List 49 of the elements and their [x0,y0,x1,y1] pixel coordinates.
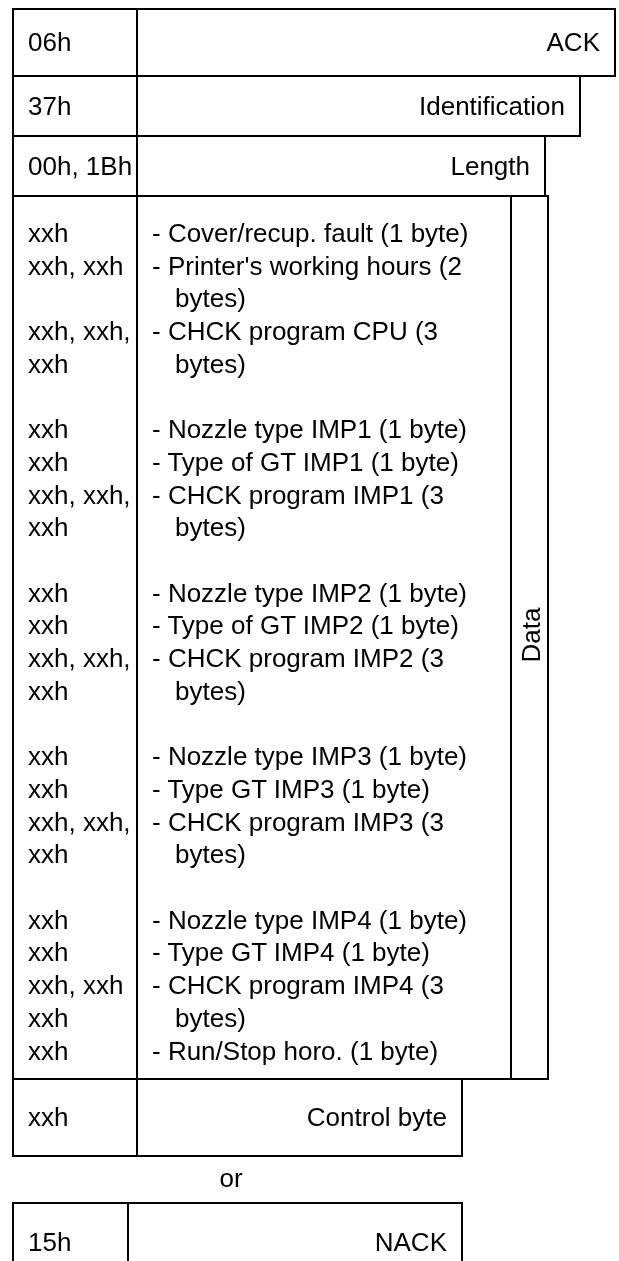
frame-field-box [12,75,581,137]
byte-value: xxh [28,740,70,773]
byte-value: xxh, xxh, xxh [28,642,132,708]
field-name: Data [516,607,546,662]
byte-value: xxh [28,445,70,479]
field-description: - Type GT IMP4 (1 byte) [152,936,431,970]
byte-value: xxh [28,772,70,806]
byte-value: xxh, xxh, xxh [28,805,132,871]
byte-value: xxh, xxh [28,249,125,283]
byte-value: xxh [28,576,70,610]
byte-value: xxh [28,413,70,446]
frame-field-box [12,1078,463,1157]
field-name: Control byte [306,1102,447,1132]
field-description: - CHCK program IMP2 (3 bytes) [152,642,445,708]
byte-value: 00h, 1Bh [28,150,133,181]
field-description: - Type of GT IMP2 (1 byte) [152,609,460,643]
field-description: - Run/Stop horo. (1 byte) [152,1034,440,1068]
field-description: - CHCK program IMP1 (3 bytes) [152,478,445,544]
field-description: - Nozzle type IMP2 (1 byte) [152,576,468,610]
field-description: - Printer's working hours (2 bytes) [152,249,463,316]
field-name: Identification [419,90,565,121]
field-description: - Type GT IMP3 (1 byte) [152,772,431,806]
byte-value: 06h [28,27,72,57]
field-description: - Cover/recup. fault (1 byte) [152,217,470,250]
byte-value: xxh [28,609,70,643]
byte-value: xxh [28,217,70,250]
byte-value: xxh [28,1034,70,1068]
field-description: - Nozzle type IMP3 (1 byte) [152,740,468,773]
field-description: - Type of GT IMP1 (1 byte) [152,445,460,479]
field-name: Length [450,150,530,181]
field-description: - CHCK program IMP3 (3 bytes) [152,805,445,871]
field-description: - CHCK program IMP4 (3 bytes) [152,969,445,1035]
byte-value: xxh, xxh, xxh [28,478,132,544]
field-description: - CHCK program CPU (3 bytes) [152,315,440,381]
byte-value: xxh [28,903,70,937]
separator-text: or [219,1162,243,1195]
byte-value: xxh, xxh, xxh [28,315,132,381]
frame-field-box [12,135,546,197]
byte-value: 37h [28,90,72,121]
frame-field-box [12,1202,463,1261]
field-description: - Nozzle type IMP4 (1 byte) [152,903,468,937]
byte-value: 15h [28,1226,72,1257]
field-name: ACK [546,27,600,57]
frame-field-box [12,8,616,77]
data-field-frame [12,195,549,1080]
byte-value: xxh [28,936,70,970]
field-description: - Nozzle type IMP1 (1 byte) [152,413,468,446]
byte-value: xxh [28,1102,69,1132]
field-name: NACK [374,1226,447,1257]
